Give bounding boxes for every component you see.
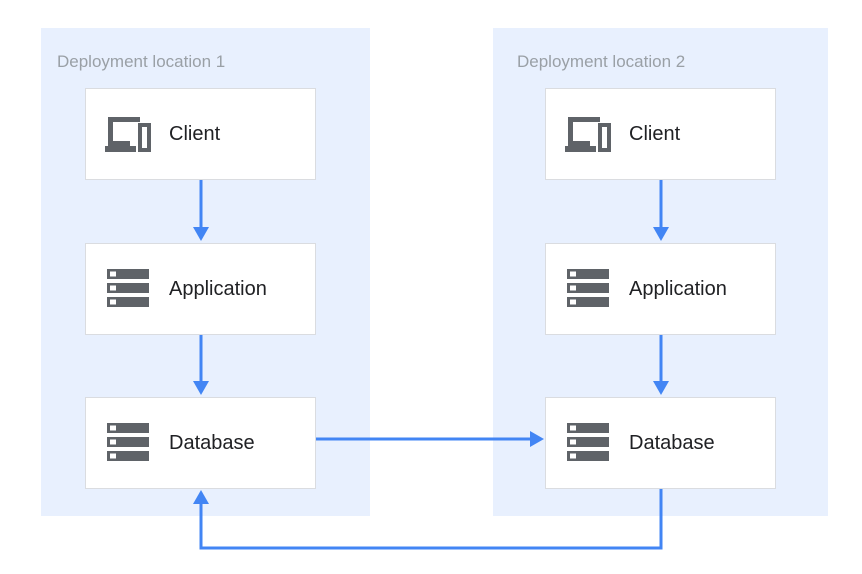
node-label: Application — [629, 278, 727, 300]
server-icon — [103, 420, 155, 466]
node-database-2[interactable]: Database — [545, 397, 776, 489]
region-1-title: Deployment location 1 — [57, 52, 226, 71]
node-label: Application — [169, 278, 267, 300]
node-application-1[interactable]: Application — [85, 243, 316, 335]
server-icon — [563, 420, 615, 466]
server-icon — [103, 266, 155, 312]
node-application-2[interactable]: Application — [545, 243, 776, 335]
node-label: Database — [169, 432, 255, 454]
server-icon — [563, 266, 615, 312]
devices-icon — [563, 111, 615, 157]
node-client-2[interactable]: Client — [545, 88, 776, 180]
region-2-title: Deployment location 2 — [517, 52, 686, 71]
node-label: Client — [169, 123, 221, 145]
node-database-1[interactable]: Database — [85, 397, 316, 489]
devices-icon — [103, 111, 155, 157]
node-label: Client — [629, 123, 681, 145]
node-client-1[interactable]: Client — [85, 88, 316, 180]
node-label: Database — [629, 432, 715, 454]
